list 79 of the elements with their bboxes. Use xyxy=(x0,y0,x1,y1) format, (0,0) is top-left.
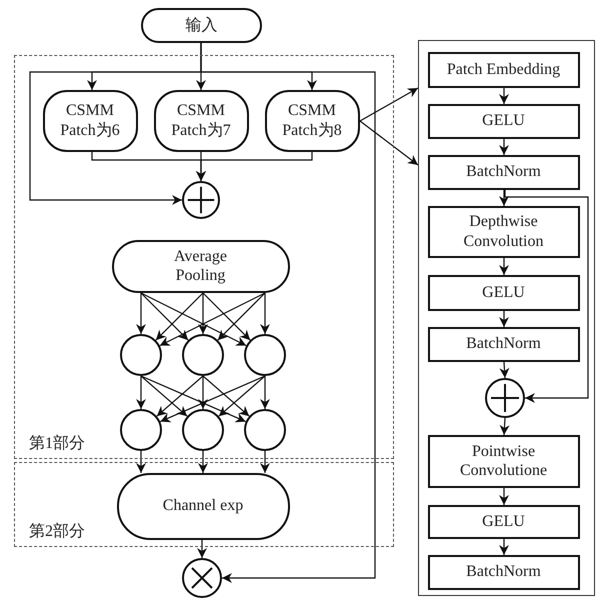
arrow xyxy=(499,539,509,555)
adder-circle xyxy=(182,180,220,218)
arrow xyxy=(499,139,509,155)
arrow xyxy=(260,376,270,409)
arrow xyxy=(217,292,266,341)
arrow xyxy=(218,376,266,417)
arrow xyxy=(260,451,270,473)
node-label: BatchNorm xyxy=(466,162,541,182)
node-label: GELU xyxy=(482,111,525,131)
arrow xyxy=(140,376,188,417)
arrow xyxy=(499,190,509,206)
process-box xyxy=(428,504,580,538)
arrow xyxy=(198,451,208,473)
node-label: 输入 xyxy=(186,16,218,36)
region-label: 第1部分 xyxy=(29,434,85,454)
rounded-process-box xyxy=(42,90,138,152)
arrow xyxy=(499,258,509,275)
arrow xyxy=(200,43,376,583)
arrow xyxy=(499,311,509,327)
node-label: Average Pooling xyxy=(173,246,228,286)
arrow xyxy=(504,190,589,403)
arrow xyxy=(499,488,509,505)
arrow xyxy=(160,375,266,422)
node-label: BatchNorm xyxy=(466,334,541,354)
arrow xyxy=(136,376,146,409)
arrow xyxy=(196,152,313,181)
process-box xyxy=(428,154,580,190)
arrow xyxy=(499,88,509,104)
rounded-process-box xyxy=(112,240,290,292)
rounded-process-box xyxy=(264,90,360,152)
node-label: Pointwise Convolutione xyxy=(458,442,548,480)
arrow xyxy=(198,376,208,409)
adder-circle xyxy=(484,378,524,418)
arrow xyxy=(140,292,246,346)
arrow xyxy=(136,451,146,473)
detail-panel xyxy=(418,40,595,596)
arrow xyxy=(160,292,266,346)
arrow xyxy=(198,293,208,334)
neuron-circle xyxy=(120,334,162,376)
multiplier-circle xyxy=(182,558,222,598)
arrow xyxy=(360,87,418,122)
node-label: BatchNorm xyxy=(466,562,541,582)
neuron-circle xyxy=(182,334,224,376)
arrow xyxy=(140,292,189,341)
dashed-region xyxy=(14,462,394,547)
arrow xyxy=(136,293,146,334)
neuron-circle xyxy=(120,408,162,450)
process-box xyxy=(428,274,580,310)
node-label: Depthwise Convolution xyxy=(462,212,544,251)
node-label: Channel exp xyxy=(162,496,244,516)
process-box xyxy=(428,554,580,590)
dashed-region xyxy=(14,55,394,459)
neuron-circle xyxy=(244,334,286,376)
arrow xyxy=(360,120,418,166)
node-label: GELU xyxy=(482,282,525,302)
region-label: 第2部分 xyxy=(29,522,85,542)
neuron-circle xyxy=(244,408,286,450)
arrow xyxy=(500,418,510,436)
node-label: CSMM Patch为6 xyxy=(59,101,121,140)
process-box xyxy=(428,104,580,138)
process-box xyxy=(428,326,580,362)
arrow xyxy=(156,376,204,417)
arrow xyxy=(260,293,270,334)
node-label: CSMM Patch为7 xyxy=(170,101,232,140)
node-label: GELU xyxy=(482,512,525,532)
process-box xyxy=(428,206,580,258)
rounded-process-box xyxy=(154,90,248,152)
neuron-circle xyxy=(182,408,224,450)
arrow xyxy=(499,362,510,378)
arrow xyxy=(202,292,251,341)
arrow xyxy=(155,292,204,341)
arrow xyxy=(202,376,250,417)
arrow xyxy=(140,375,246,422)
node-label: CSMM Patch为8 xyxy=(281,101,343,140)
arrow xyxy=(197,540,207,558)
process-box xyxy=(428,434,580,488)
rounded-process-box xyxy=(141,8,262,43)
node-label: Patch Embedding xyxy=(446,60,560,80)
process-box xyxy=(428,52,580,88)
